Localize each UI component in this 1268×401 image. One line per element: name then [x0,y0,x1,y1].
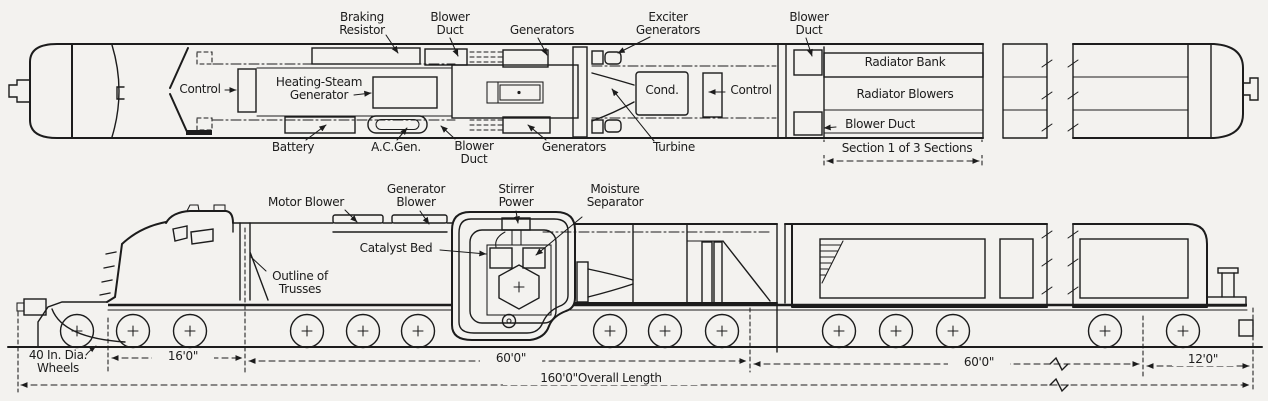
side-view-linework [7,204,1263,353]
reactor-shield [451,211,576,341]
rear-coupler-top-view [1242,77,1259,101]
battery-box [284,116,356,134]
label-catalyst-bed: Catalyst Bed [359,241,433,255]
cab-roof [165,210,234,224]
break-lines-side [1046,223,1074,308]
heating-steam-generator-box [372,76,438,109]
label-moisture-separator: Moisture Separator [586,182,644,209]
label-blower-duct-top: Blower Duct [430,10,470,37]
top-view-linework [8,43,1259,139]
label-generators-bottom: Generators [541,140,607,154]
louver-hatching [819,240,844,284]
label-blower-duct-bottom: Blower Duct [454,139,494,166]
label-radiator-bank: Radiator Bank [864,55,946,69]
blower-duct-box-rad-top [793,49,823,76]
label-heating-steam-generator: Heating-Steam Generator [275,75,363,102]
label-ac-gen: A.C.Gen. [371,140,421,154]
braking-resistor-box [311,47,421,65]
label-generators-top: Generators [509,23,575,37]
exciter-generator-box [591,50,604,65]
label-wheel-note: 40 In. Dia. Wheels [28,348,88,375]
label-exciter-generators: Exciter Generators [635,10,701,37]
label-battery: Battery [271,140,315,154]
blower-duct-box-top [424,48,468,66]
nose-profile [106,221,167,303]
cab-chevron [169,47,189,135]
generators-box-top [502,49,549,68]
windshield [172,225,188,242]
label-control-front: Control [179,82,221,96]
dim-nose-section: 16'0" [152,350,214,363]
turbine-cone [591,72,635,122]
label-blower-duct-radiator: Blower Duct [845,117,915,131]
exhaust-stack [1221,272,1235,298]
side-view-leaders [85,209,583,356]
break-lines [1046,43,1074,139]
generator-block [451,64,579,119]
dim-tail-section: 12'0" [1172,353,1234,366]
label-section-note: Section 1 of 3 Sections [820,142,994,155]
front-coupler-top-view [8,79,31,103]
pilot [37,301,126,348]
control-box-front [237,68,257,113]
dim-rear-section: 60'0" [948,356,1010,369]
rear-coupler-side-view [1238,319,1254,337]
label-generator-blower: Generator Blower [386,182,446,209]
dim-center-section: 60'0" [480,352,542,365]
label-stirrer-power: Stirrer Power [498,182,534,209]
control-box-rear [702,72,723,118]
label-blower-duct-right: Blower Duct [789,10,829,37]
generators-box-bottom [502,116,551,134]
catalyst-bed-box [489,247,513,269]
label-condenser: Cond. [645,83,679,97]
truss-outline [239,222,269,301]
label-turbine: Turbine [653,140,695,154]
label-control-rear: Control [730,83,772,97]
front-coupler-side-view [23,298,47,316]
cab-side-window [190,228,214,245]
label-braking-resistor: Braking Resistor [339,10,385,37]
condenser-box [635,71,689,116]
label-outline-of-trusses: Outline of Trusses [272,269,328,296]
label-radiator-blowers: Radiator Blowers [856,87,954,101]
moisture-separator-box [522,247,546,269]
generator-blower-box [391,214,448,224]
reactor-hexagon [498,264,540,310]
ac-gen-box [367,115,428,134]
wheels [59,313,1201,349]
label-motor-blower: Motor Blower [268,195,344,209]
blower-duct-box-rad-bottom [793,111,823,136]
motor-blower-box [332,214,384,224]
windshield-curve [111,44,120,138]
dimension-lines [17,227,1254,393]
dim-overall-length: 160'0"Overall Length [503,372,699,385]
